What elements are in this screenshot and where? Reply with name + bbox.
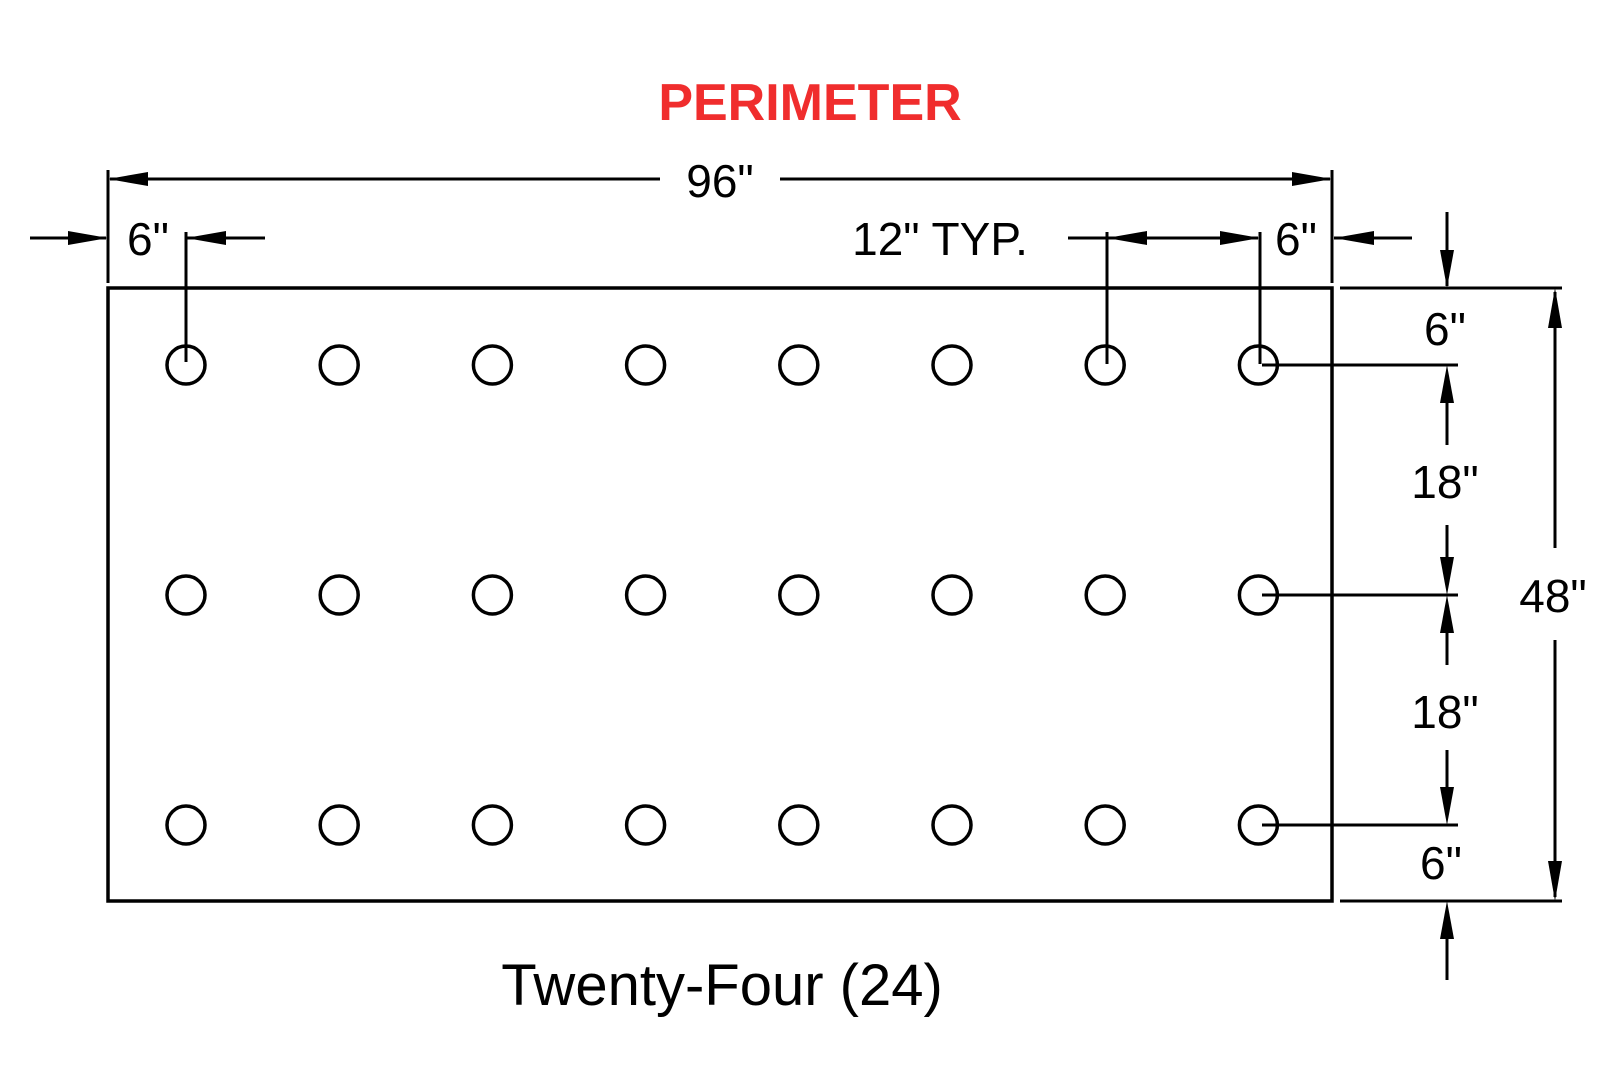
- vertical-dimension-chain: 6" 18" 18" 6" 48": [1262, 212, 1587, 980]
- hole: [165, 574, 207, 616]
- hole: [778, 344, 820, 386]
- row-gap-2-label: 18": [1411, 686, 1479, 738]
- row-gap-1-label: 18": [1411, 456, 1479, 508]
- spacing-typ-label: 12" TYP.: [852, 213, 1028, 265]
- hole: [471, 804, 514, 846]
- hole: [931, 344, 973, 386]
- hole-count-caption: Twenty-Four (24): [501, 953, 943, 1018]
- hole: [778, 804, 820, 846]
- hole: [931, 574, 973, 616]
- hole: [931, 804, 973, 846]
- left-edge-label: 6": [127, 213, 169, 265]
- hole: [318, 344, 360, 386]
- hole: [471, 344, 514, 386]
- bottom-edge-label: 6": [1420, 837, 1462, 889]
- spacing-dimension: 12" TYP.: [852, 213, 1262, 364]
- hole: [1084, 344, 1126, 386]
- hole: [1084, 804, 1126, 846]
- hole: [624, 574, 667, 616]
- hole: [1084, 574, 1126, 616]
- hole: [624, 804, 667, 846]
- right-edge-label: 6": [1275, 213, 1317, 265]
- top-edge-label: 6": [1424, 303, 1466, 355]
- hole: [471, 574, 514, 616]
- hole: [165, 804, 207, 846]
- overall-width-dimension: 96": [106, 155, 1334, 283]
- hole-grid: [165, 344, 1280, 846]
- diagram-title: PERIMETER: [658, 74, 961, 132]
- overall-width-label: 96": [686, 155, 754, 207]
- right-edge-dimension: 6": [1275, 213, 1412, 265]
- panel-outline: [106, 286, 1334, 903]
- hole: [318, 804, 360, 846]
- hole: [624, 344, 667, 386]
- overall-height-label: 48": [1519, 570, 1587, 622]
- left-edge-dimension: 6": [30, 213, 265, 362]
- hole: [778, 574, 820, 616]
- hole: [318, 574, 360, 616]
